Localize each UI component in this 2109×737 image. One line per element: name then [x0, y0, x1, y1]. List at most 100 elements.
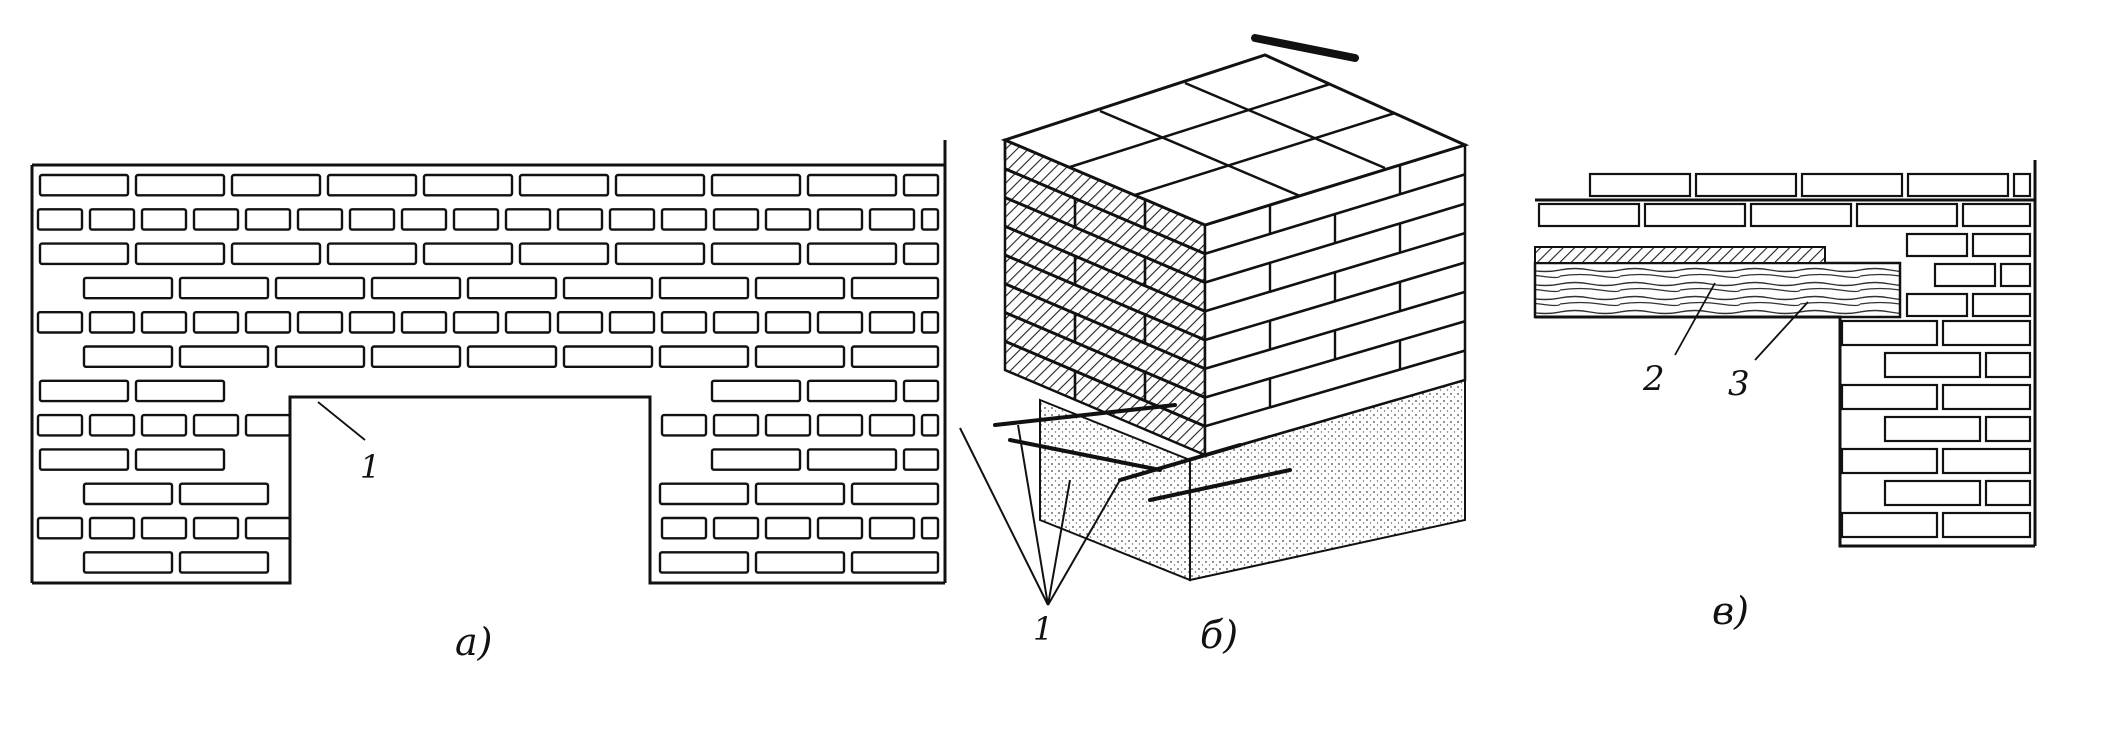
brick: [1933, 262, 1997, 288]
brick: [36, 208, 84, 231]
brick: [82, 482, 174, 506]
brick: [422, 173, 514, 197]
brick: [244, 311, 292, 334]
brick: [82, 345, 174, 368]
panel-b-callout-1: 1: [1033, 610, 1053, 648]
brick: [1643, 202, 1747, 228]
brick: [1883, 415, 1982, 443]
brick: [88, 311, 136, 334]
course-joint: [1004, 339, 1206, 428]
brick: [244, 516, 292, 540]
brick: [140, 516, 188, 540]
brick: [712, 413, 760, 437]
brick: [658, 345, 750, 368]
brick: [1941, 511, 2032, 539]
brick: [658, 551, 750, 574]
brick: [192, 311, 240, 334]
brick: [754, 345, 846, 368]
brick: [370, 345, 462, 368]
brick: [518, 173, 610, 197]
brick: [562, 345, 654, 368]
brick: [178, 345, 270, 368]
panel-c-lintel-section: 2 3 в): [1533, 160, 2037, 633]
brick: [658, 276, 750, 300]
brick: [1984, 415, 2032, 443]
brick: [562, 276, 654, 300]
brick: [274, 345, 366, 368]
panel-b-caption: б): [1200, 613, 1238, 657]
brick: [134, 242, 226, 266]
course-joint: [1004, 196, 1206, 284]
brick: [400, 311, 448, 334]
brick: [192, 413, 240, 437]
brick: [178, 551, 270, 574]
panel-b-top-rod: [1251, 34, 1359, 62]
course-joint: [1004, 253, 1206, 342]
panel-b-top-face: [1000, 53, 1470, 227]
brick: [466, 345, 558, 368]
brick: [326, 242, 418, 266]
course-joint: [1204, 349, 1466, 428]
brick: [88, 516, 136, 540]
brick: [920, 208, 940, 231]
brick: [806, 242, 898, 266]
brick: [868, 516, 916, 540]
brick: [816, 413, 864, 437]
brick: [134, 173, 226, 197]
brick: [36, 311, 84, 334]
brick: [38, 448, 130, 471]
brick: [920, 311, 940, 334]
panel-a-callout-1: 1: [360, 448, 380, 486]
brick: [518, 242, 610, 266]
brick: [82, 551, 174, 574]
brick: [348, 311, 396, 334]
brick: [816, 208, 864, 231]
brick: [1840, 319, 1939, 347]
brick: [178, 276, 270, 300]
brick: [712, 311, 760, 334]
brick: [230, 173, 322, 197]
brick: [1883, 479, 1982, 507]
brick: [1999, 262, 2032, 288]
course-joint: [1204, 231, 1466, 313]
brick: [274, 276, 366, 300]
brick: [230, 242, 322, 266]
brick: [1971, 292, 2032, 318]
brick: [614, 173, 706, 197]
brick: [710, 242, 802, 266]
brick: [710, 379, 802, 403]
brick: [326, 173, 418, 197]
brick: [850, 276, 940, 300]
brick: [868, 413, 916, 437]
brick: [1941, 447, 2032, 475]
brick: [850, 345, 940, 368]
brick: [38, 173, 130, 197]
brick: [660, 311, 708, 334]
brick: [36, 413, 84, 437]
brick: [1971, 232, 2032, 258]
brick: [850, 551, 940, 574]
panel-c-callout-3: 3: [1728, 364, 1750, 404]
brick: [466, 276, 558, 300]
panel-a-leader-1: [317, 401, 366, 441]
brick: [244, 413, 292, 437]
brick: [244, 208, 292, 231]
panel-c-timber-lintel: [1533, 261, 1902, 319]
brick: [764, 208, 812, 231]
brick: [614, 242, 706, 266]
brick: [1941, 383, 2032, 411]
panel-b-pier-isometric: 1 б): [959, 34, 1470, 657]
brick: [556, 208, 604, 231]
brick: [608, 311, 656, 334]
brick: [902, 448, 940, 471]
course-joint: [1204, 173, 1466, 255]
brick: [134, 448, 226, 471]
brick: [1855, 202, 1959, 228]
panel-a-brick-courses: [36, 173, 940, 574]
brick: [1694, 172, 1798, 198]
panel-b-right-courses: [1204, 165, 1466, 428]
brick: [806, 173, 898, 197]
brick: [504, 311, 552, 334]
brick: [1905, 232, 1969, 258]
brick: [296, 208, 344, 231]
